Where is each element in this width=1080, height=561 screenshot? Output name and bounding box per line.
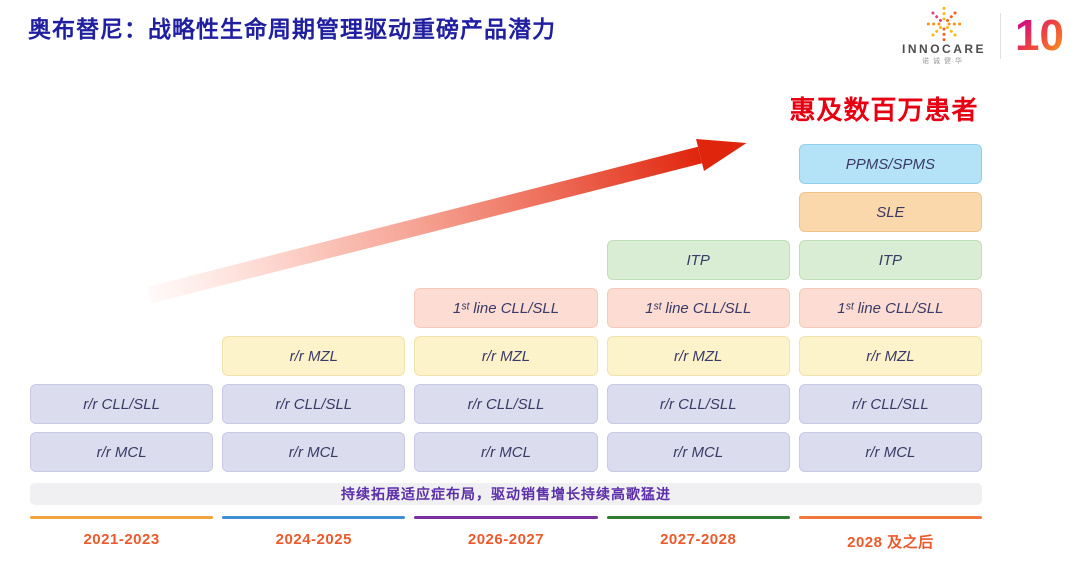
logo-wordmark: INNOCARE	[902, 42, 987, 56]
indication-box: ITP	[798, 240, 982, 280]
indication-box: r/r CLL/SLL	[606, 384, 790, 424]
indication-box: r/r MZL	[414, 336, 598, 376]
year-label: 2021-2023	[83, 531, 160, 548]
page-title: 奥布替尼：战略性生命周期管理驱动重磅产品潜力	[28, 16, 556, 42]
logo-chinese-name: 诺诚健华	[922, 58, 967, 66]
indication-box: r/r MCL	[222, 432, 406, 472]
timeline-years: 2021-2023 2024-2025 2026-2027 2027-2028 2028…	[30, 531, 982, 552]
footer-banner: 持续拓展适应症布局，驱动销售增长持续高歌猛进	[30, 483, 982, 505]
year-label: 2028 及之后	[847, 534, 934, 551]
indication-box: ITP	[606, 240, 790, 280]
indication-box: r/r MCL	[798, 432, 982, 472]
indication-box: r/r MZL	[222, 336, 406, 376]
indication-box: r/r CLL/SLL	[798, 384, 982, 424]
column-underline	[798, 516, 982, 519]
year-label: 2027-2028	[660, 531, 737, 548]
logo-divider	[1000, 12, 1002, 59]
indication-box: r/r CLL/SLL	[222, 384, 406, 424]
indication-box: 1ˢᵗ line CLL/SLL	[414, 288, 598, 328]
indication-box: 1ˢᵗ line CLL/SLL	[606, 288, 790, 328]
indication-box: 1ˢᵗ line CLL/SLL	[798, 288, 982, 328]
indication-box: r/r MZL	[798, 336, 982, 376]
column-underline	[30, 516, 214, 519]
column-underline	[222, 516, 406, 519]
year-label: 2024-2025	[275, 531, 352, 548]
company-logo: INNOCARE 诺诚健华	[902, 6, 986, 66]
indication-box: r/r CLL/SLL	[30, 384, 214, 424]
year-label: 2026-2027	[467, 531, 545, 548]
timeline-underlines	[30, 516, 982, 519]
starburst-icon	[926, 6, 962, 42]
anniversary-number: 10	[1015, 10, 1064, 60]
indication-box: r/r CLL/SLL	[414, 384, 598, 424]
indication-box: r/r MCL	[414, 432, 598, 472]
indication-box: PPMS/SPMS	[798, 144, 982, 184]
indication-box: r/r MZL	[606, 336, 790, 376]
logo-block: INNOCARE 诺诚健华 10	[902, 6, 1064, 66]
indication-box: SLE	[798, 192, 982, 232]
indication-box: r/r MCL	[606, 432, 790, 472]
indication-box: r/r MCL	[30, 432, 214, 472]
highlight-text: 惠及数百万患者	[789, 95, 979, 125]
column-underline	[606, 516, 790, 519]
column-underline	[414, 516, 598, 519]
